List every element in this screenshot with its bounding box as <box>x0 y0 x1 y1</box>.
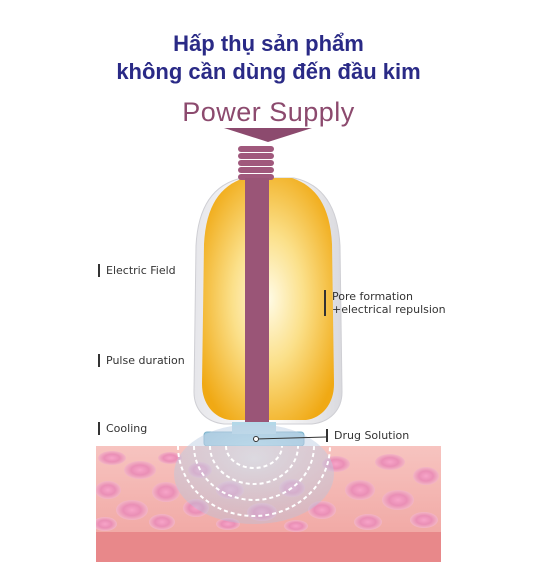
title-line-2: không cần dùng đến đầu kim <box>116 59 421 84</box>
pulse-duration-label: Pulse duration <box>98 354 185 367</box>
pore-formation-label: Pore formation +electrical repulsion <box>324 290 446 316</box>
electric-field-label: Electric Field <box>98 264 176 277</box>
power-supply-label: Power Supply <box>182 97 355 127</box>
electrode-rod <box>238 146 274 428</box>
power-arrow <box>224 128 312 142</box>
pore-formation-line2: +electrical repulsion <box>332 303 446 316</box>
drug-solution-label: Drug Solution <box>326 429 409 442</box>
drug-solution-pointer <box>255 436 327 440</box>
electric-field-zone <box>174 424 334 524</box>
title-line-1: Hấp thụ sản phẩm <box>173 31 364 56</box>
cooling-label: Cooling <box>98 422 147 435</box>
pore-formation-line1: Pore formation <box>332 290 413 303</box>
